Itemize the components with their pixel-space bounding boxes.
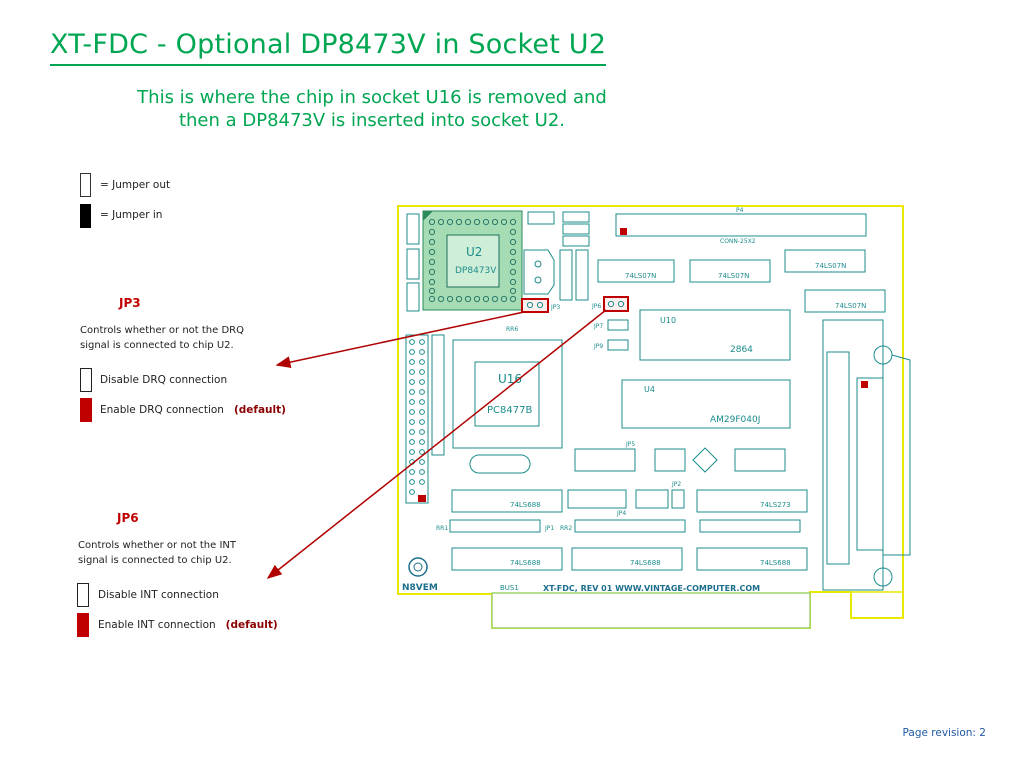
db-connector <box>822 319 911 591</box>
u10-label: U10 <box>660 316 676 325</box>
crystal-oval <box>469 454 531 474</box>
jp3-arrow <box>275 311 525 369</box>
subtitle-line-1: This is where the chip in socket U16 is … <box>137 87 607 108</box>
jp3-board-highlight <box>521 298 549 313</box>
page-revision: Page revision: 2 <box>902 727 986 739</box>
u2-socket <box>422 210 523 311</box>
jp3-description: Controls whether or not the DRQ signal i… <box>80 323 244 353</box>
rr1-label: RR1 <box>436 525 448 532</box>
u6-part: 74LS688 <box>510 559 541 567</box>
u16-socket <box>452 339 563 449</box>
jp1-label: JP1 <box>544 525 554 532</box>
conn-label: CONN-25X2 <box>720 238 756 245</box>
db-connector-pin1 <box>861 381 868 388</box>
p4-label: P4 <box>736 207 744 214</box>
u3-part: 74LS688 <box>760 559 791 567</box>
u7-chip <box>597 259 675 283</box>
u1-part: 74LS688 <box>510 501 541 509</box>
jp6-arrow <box>266 309 607 579</box>
jp6-disable-label: Disable INT connection <box>98 589 219 601</box>
jp3-enable-swatch <box>80 398 92 422</box>
jp6-heading: JP6 <box>117 511 139 525</box>
jp4-label: JP4 <box>616 510 626 517</box>
isa-edge-connector <box>491 592 811 629</box>
jp7-jp9 <box>607 319 629 351</box>
u17-chip <box>696 489 808 513</box>
u9-part: 74LS688 <box>630 559 661 567</box>
u11-chip <box>804 289 886 313</box>
jp9-label: JP9 <box>593 343 603 350</box>
jumper-in-label: = Jumper in <box>100 209 163 221</box>
jp3-default-tag: (default) <box>233 404 286 416</box>
jp6-board-highlight <box>603 296 629 312</box>
u10-part: 2864 <box>730 345 753 355</box>
left-header-pin1 <box>418 495 426 502</box>
jp7-label: JP7 <box>593 323 603 330</box>
u4-part: AM29F040J <box>710 415 760 425</box>
page-title: XT-FDC - Optional DP8473V in Socket U2 <box>50 26 607 66</box>
jp6-board-label: JP6 <box>591 303 601 310</box>
jp6-desc-line-1: Controls whether or not the INT <box>78 540 236 551</box>
maker-label: N8VEM <box>402 583 438 593</box>
jumper-out-swatch <box>80 173 91 197</box>
jp6-enable-row: Enable INT connection (default) <box>98 619 278 631</box>
jp3-desc-line-2: signal is connected to chip U2. <box>80 340 234 351</box>
jp3-heading: JP3 <box>119 296 141 310</box>
jp3-disable-swatch <box>80 368 92 392</box>
subtitle-line-2: then a DP8473V is inserted into socket U… <box>178 110 566 131</box>
u8-part: 74LS07N <box>815 262 846 270</box>
jp5-label: JP5 <box>625 441 635 448</box>
p4-header <box>615 213 867 237</box>
page-subtitle: This is where the chip in socket U16 is … <box>82 86 662 132</box>
jp3-board-label: JP3 <box>550 304 560 311</box>
u16-label: U16 <box>498 372 522 386</box>
bus-label: BUS1 <box>500 584 519 592</box>
lower-parts <box>449 447 801 533</box>
u2-label: U2 <box>466 245 482 259</box>
u1-chip <box>451 489 563 513</box>
u4-chip <box>621 379 791 429</box>
u2-part: DP8473V <box>455 266 497 276</box>
jp6-enable-label: Enable INT connection <box>98 619 216 631</box>
jp6-enable-swatch <box>77 613 89 637</box>
u6-chip <box>451 547 563 571</box>
rr2-label: RR2 <box>560 525 572 532</box>
u5-chip <box>689 259 771 283</box>
p4-pin1 <box>620 228 627 235</box>
u3-chip <box>696 547 808 571</box>
jp2-label: JP2 <box>671 481 681 488</box>
jp6-description: Controls whether or not the INT signal i… <box>78 538 236 568</box>
u16-part: PC8477B <box>487 405 532 416</box>
u4-label: U4 <box>644 385 655 394</box>
jp6-default-tag: (default) <box>225 619 278 631</box>
jp3-enable-label: Enable DRQ connection <box>100 404 224 416</box>
u9-chip <box>571 547 683 571</box>
jp6-desc-line-2: signal is connected to chip U2. <box>78 555 232 566</box>
rr6-label: RR6 <box>506 326 518 333</box>
mount-bracket <box>850 591 904 619</box>
u2-pins <box>428 218 517 303</box>
jp3-desc-line-1: Controls whether or not the DRQ <box>80 325 244 336</box>
jumper-out-label: = Jumper out <box>100 179 171 191</box>
board-footer: XT-FDC, REV 01 WWW.VINTAGE-COMPUTER.COM <box>543 584 760 593</box>
u5-part: 74LS07N <box>718 272 749 280</box>
jp6-disable-swatch <box>77 583 89 607</box>
n8vem-logo-icon <box>408 557 428 577</box>
u17-part: 74LS273 <box>760 501 791 509</box>
u11-part: 74LS07N <box>835 302 866 310</box>
jp3-disable-label: Disable DRQ connection <box>100 374 228 386</box>
u8-chip <box>784 249 866 273</box>
u10-chip <box>639 309 791 361</box>
jumper-in-swatch <box>80 204 91 228</box>
crystal-area <box>523 211 590 301</box>
jp3-enable-row: Enable DRQ connection (default) <box>100 404 286 416</box>
u7-part: 74LS07N <box>625 272 656 280</box>
